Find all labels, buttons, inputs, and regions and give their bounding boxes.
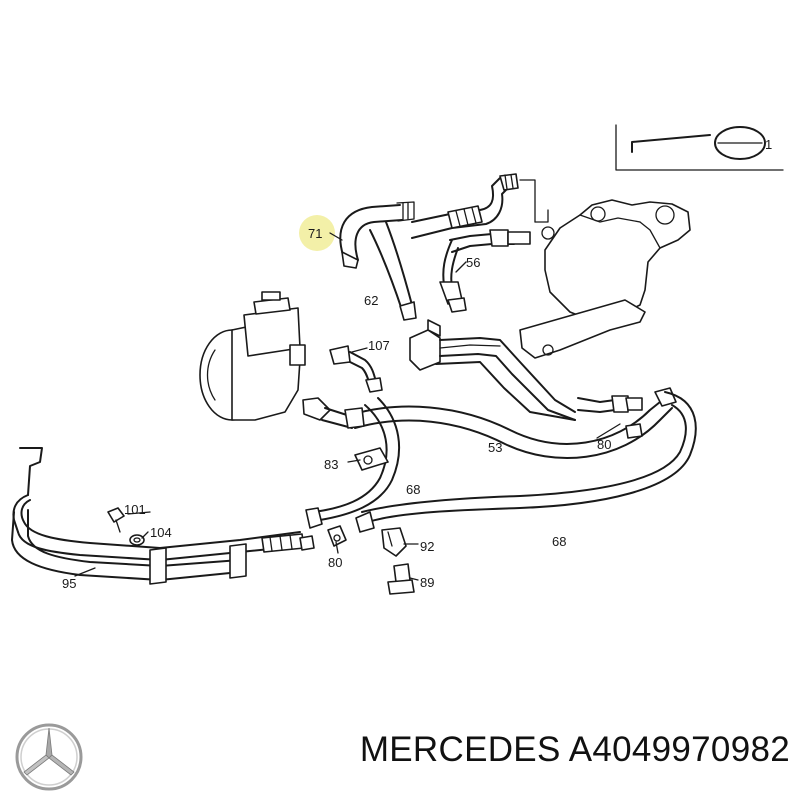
clamp-80-lower — [327, 525, 347, 547]
fitting-107 — [329, 345, 383, 393]
callout-56: 56 — [466, 255, 480, 270]
connector-bracket — [409, 319, 643, 421]
callout-71: 71 — [308, 226, 322, 241]
fitting-92 — [381, 527, 407, 557]
hose-68-long — [355, 391, 697, 533]
pressure-line-top — [411, 173, 519, 239]
hose-62 — [339, 201, 417, 321]
hose-53 — [302, 387, 677, 459]
callout-68-short: 68 — [406, 482, 420, 497]
callout-101: 101 — [124, 502, 146, 517]
brand-name: MERCEDES — [359, 730, 561, 769]
parts-diagram: 1 — [11, 124, 784, 595]
power-steering-pump — [199, 291, 306, 421]
callout-53: 53 — [488, 440, 502, 455]
callout-104: 104 — [150, 525, 172, 540]
mercedes-star-icon — [15, 723, 83, 791]
hose-68-short — [305, 397, 401, 529]
clamp-83 — [354, 447, 389, 471]
callout-89: 89 — [420, 575, 434, 590]
steering-gear-box — [519, 179, 691, 359]
highlight-marker — [299, 215, 335, 251]
fitting-89 — [387, 563, 415, 595]
callout-95: 95 — [62, 576, 76, 591]
footer: MERCEDES A4049970982 — [0, 700, 800, 800]
callout-62: 62 — [364, 293, 378, 308]
part-number: A4049970982 — [568, 730, 790, 769]
callout-80-lower: 80 — [328, 555, 342, 570]
callout-107: 107 — [368, 338, 390, 353]
leader-lines — [74, 232, 621, 581]
callout-80-upper: 80 — [597, 437, 611, 452]
brand-line: MERCEDES A4049970982 — [360, 730, 790, 770]
callout-92: 92 — [420, 539, 434, 554]
callout-68-long: 68 — [552, 534, 566, 549]
inset-detail: 1 — [615, 124, 784, 171]
pipe-56 — [439, 229, 531, 313]
washer-104 — [129, 534, 145, 546]
callout-83: 83 — [324, 457, 338, 472]
callout-inset-1: 1 — [765, 137, 772, 152]
oil-cooler-95 — [11, 447, 315, 585]
bolt-101 — [107, 507, 125, 533]
